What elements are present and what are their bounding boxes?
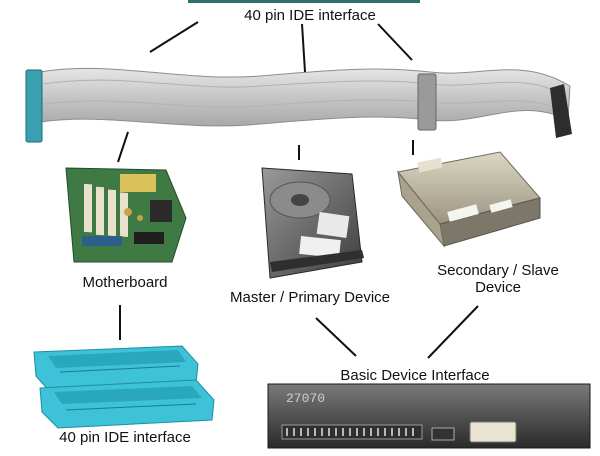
pointer-top-center xyxy=(301,23,306,73)
cable-connector-right xyxy=(550,84,572,138)
ide-connectors-image xyxy=(33,345,215,429)
motherboard-label: Motherboard xyxy=(82,274,168,291)
pointer-lines xyxy=(117,21,479,359)
ide-pins xyxy=(286,428,414,436)
optical-drive-image xyxy=(397,151,541,248)
cable-connector-middle xyxy=(417,73,437,131)
top-edge-bar xyxy=(188,0,420,3)
bottom-ide-interface-label: 40 pin IDE interface xyxy=(59,429,191,446)
pointer-top-right xyxy=(377,23,413,61)
secondary-label-line-1: Secondary / Slave xyxy=(437,262,559,279)
pointer-top-left xyxy=(149,21,199,53)
motherboard-image xyxy=(65,167,187,263)
ribbon-cable xyxy=(25,67,572,143)
master-device-label: Master / Primary Device xyxy=(229,289,391,306)
pointer-secondary-to-plate xyxy=(427,305,479,359)
jumper-block xyxy=(431,427,455,441)
ide-pin-header xyxy=(281,424,423,440)
secondary-device-label: Secondary / Slave Device xyxy=(398,262,598,296)
plate-number-text: 27070 xyxy=(286,391,325,406)
pointer-master-to-plate xyxy=(315,317,357,357)
basic-device-interface-label: Basic Device Interface xyxy=(340,367,490,384)
hard-drive-image xyxy=(261,167,364,279)
cable-connector-left xyxy=(25,69,43,143)
pointer-motherboard xyxy=(117,131,129,163)
secondary-label-line-2: Device xyxy=(475,279,521,296)
top-ide-interface-label: 40 pin IDE interface xyxy=(244,7,376,24)
power-connector xyxy=(469,421,517,443)
device-interface-plate: 27070 xyxy=(267,383,591,449)
